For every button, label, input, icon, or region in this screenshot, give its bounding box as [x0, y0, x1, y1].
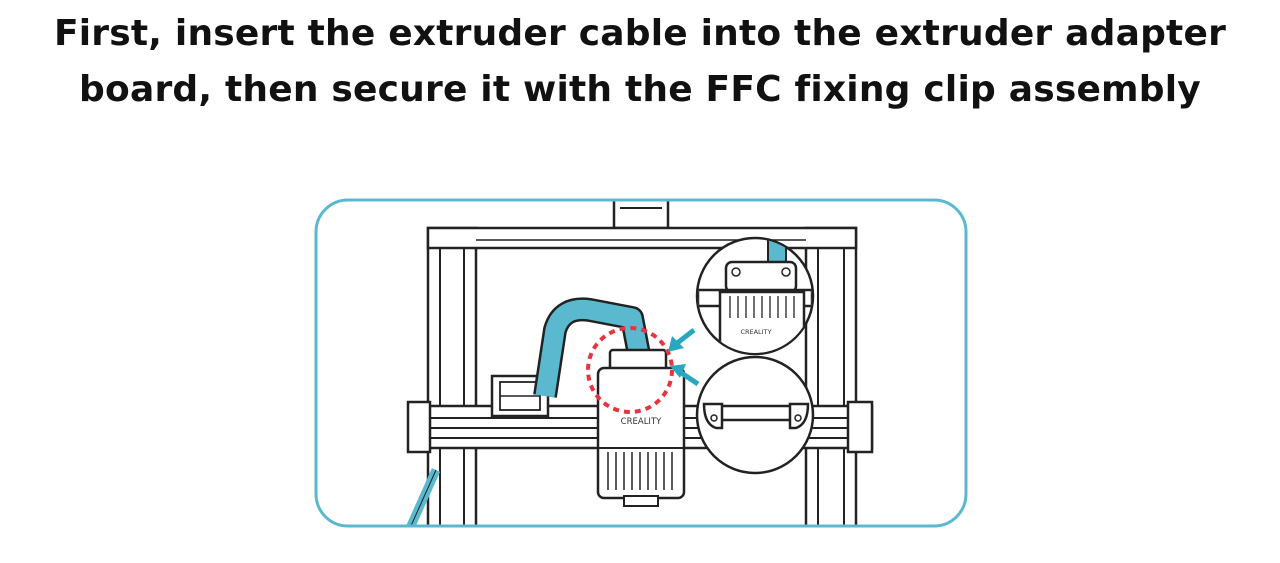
top-crossbar [426, 226, 858, 250]
pointer-arrow-bottom [670, 364, 700, 387]
inset-brand-label: CREALITY [740, 328, 771, 336]
inset-cable-detail: CREALITY [695, 236, 815, 356]
left-frame-column [426, 226, 478, 526]
extruder-brand-label: CREALITY [621, 417, 662, 427]
pointer-arrow-top [668, 328, 696, 352]
highlight-circle [586, 326, 674, 414]
instruction-title-line-1: First, insert the extruder cable into th… [53, 13, 1227, 54]
instruction-title-line-2: board, then secure it with the FFC fixin… [79, 69, 1201, 110]
diagram-frame [314, 198, 968, 528]
extruder-head: CREALITY [596, 348, 686, 507]
instruction-title: First, insert the extruder cable into th… [0, 6, 1280, 118]
inset-clip-detail [695, 355, 815, 475]
ffc-ribbon-cable [533, 297, 652, 398]
top-bracket [612, 198, 670, 230]
right-frame-column [804, 226, 858, 526]
